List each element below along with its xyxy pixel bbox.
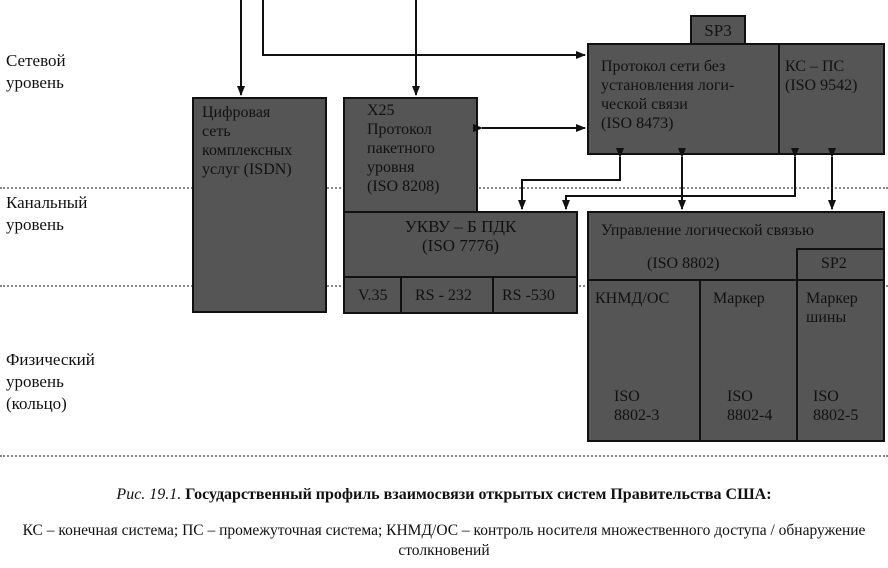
bottom-separator <box>0 455 888 457</box>
connectionless-text: Протокол сети без установления логи- чес… <box>601 58 735 132</box>
rs232-label: RS - 232 <box>415 287 472 304</box>
x25-box: X25 Протокол пакетного уровня (ISO 8208) <box>343 97 478 213</box>
rs530-label: RS -530 <box>502 287 555 304</box>
llc-label: Управление логической связью <box>601 222 814 239</box>
llc-divider <box>589 279 883 281</box>
ukvu-divider <box>345 276 576 278</box>
sp2-label: SP2 <box>821 255 847 272</box>
link-level-label: Канальный уровень <box>6 193 88 234</box>
figure-legend: КС – конечная система; ПС – промежуточна… <box>22 522 866 559</box>
csma-token-divider <box>699 279 701 440</box>
csma-iso: ISO 8802-3 <box>614 388 660 424</box>
llc-iso-label: (ISO 8802) <box>647 255 720 272</box>
figure-title: Государственный профиль взаимосвязи откр… <box>185 486 772 503</box>
connectionless-ukvu-arrow-1 <box>518 148 624 210</box>
es-is-text: КС – ПС (ISO 9542) <box>785 58 858 94</box>
ukvu-text: УКВУ – Б ПДК (ISO 7776) <box>404 217 517 255</box>
physical-level-label: Физический уровень (кольцо) <box>6 350 95 413</box>
connectionless-box: Протокол сети без установления логи- чес… <box>587 43 885 155</box>
token-bus-label: Маркер шины <box>806 290 858 326</box>
figure-caption: Рис. 19.1. Государственный профиль взаим… <box>0 485 888 505</box>
sp2-top-line <box>796 248 883 250</box>
v35-label: V.35 <box>358 287 388 304</box>
es-is-ukvu-arrow <box>562 148 799 210</box>
es-is-divider <box>778 45 780 153</box>
top-feed-arrow <box>262 0 586 59</box>
network-level-label: Сетевой уровень <box>6 51 66 92</box>
figure-number: Рис. 19.1. <box>116 486 182 503</box>
token-label: Маркер <box>713 290 765 307</box>
isdn-text: Цифровая сеть комплексных услуг (ISDN) <box>202 104 293 178</box>
isdn-box: Цифровая сеть комплексных услуг (ISDN) <box>192 97 327 313</box>
sp2-left-line <box>796 248 798 440</box>
ukvu-divider-2 <box>492 276 494 312</box>
token-iso: ISO 8802-4 <box>727 388 773 424</box>
ukvu-divider-1 <box>400 276 402 312</box>
token-bus-iso: ISO 8802-5 <box>813 388 859 424</box>
x25-text: X25 Протокол пакетного уровня (ISO 8208) <box>367 102 440 195</box>
csma-label: КНМД/ОС <box>595 290 670 307</box>
llc-box: Управление логической связью (ISO 8802) … <box>587 211 885 442</box>
ukvu-box: УКВУ – Б ПДК (ISO 7776) V.35 RS - 232 RS… <box>343 211 578 314</box>
